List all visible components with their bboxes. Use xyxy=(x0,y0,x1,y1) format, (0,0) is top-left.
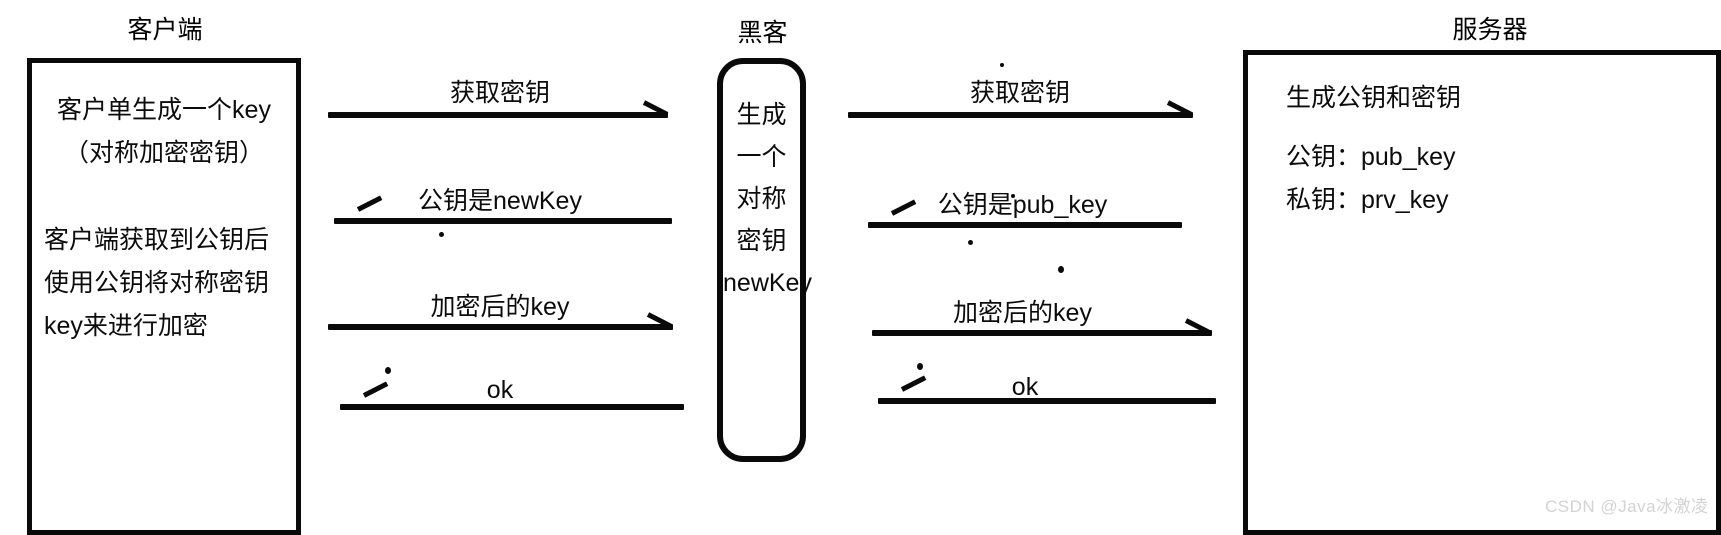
server-line-3: 私钥：prv_key xyxy=(1286,186,1449,214)
hacker-line-2: 一个 xyxy=(736,143,787,171)
right-dot-0 xyxy=(1000,63,1004,67)
right-arrow-4 xyxy=(872,375,1217,420)
client-line-3: 客户端获取到公钥后 xyxy=(44,226,270,254)
hacker-title: 黑客 xyxy=(737,19,788,47)
left-arrow-2 xyxy=(328,195,673,240)
right-dot-2 xyxy=(968,240,973,245)
hacker-line-4: 密钥 xyxy=(736,227,787,255)
left-arrow-3 xyxy=(328,312,678,346)
left-dot-1 xyxy=(439,232,444,237)
left-arrow-label-4: ok xyxy=(486,376,514,404)
left-arrow-label-2: 公钥是newKey xyxy=(418,187,582,215)
server-line-1: 生成公钥和密钥 xyxy=(1286,84,1462,112)
right-arrow-label-1: 获取密钥 xyxy=(969,79,1070,107)
right-arrow-label-3: 加密后的key xyxy=(953,299,1092,327)
right-arrow-3 xyxy=(872,318,1216,352)
left-dot-2 xyxy=(385,367,391,374)
client-line-1: 客户单生成一个key xyxy=(57,96,271,124)
server-line-2: 公钥：pub_key xyxy=(1286,143,1456,171)
right-arrow-label-2: 公钥是pub_key xyxy=(937,191,1108,219)
right-arrow-2 xyxy=(862,199,1182,244)
client-box: 客户单生成一个key （对称加密密钥） 客户端获取到公钥后 使用公钥将对称密钥 … xyxy=(27,58,301,535)
left-arrow-label-3: 加密后的key xyxy=(430,293,570,321)
server-box: 生成公钥和密钥 公钥：pub_key 私钥：prv_key xyxy=(1243,50,1721,535)
right-arrow-1 xyxy=(848,100,1198,134)
server-title: 服务器 xyxy=(1452,16,1528,44)
left-arrow-1 xyxy=(328,100,673,134)
hacker-box: 生成 一个 对称 密钥 newKey xyxy=(717,58,812,462)
left-arrow-label-1: 获取密钥 xyxy=(449,79,550,107)
left-arrow-4 xyxy=(334,381,684,426)
hacker-line-3: 对称 xyxy=(736,185,787,213)
right-arrow-label-4: ok xyxy=(1011,373,1039,401)
client-title: 客户端 xyxy=(127,16,203,44)
right-dot-3 xyxy=(1058,266,1064,273)
client-line-4: 使用公钥将对称密钥 xyxy=(44,269,270,297)
hacker-line-1: 生成 xyxy=(736,101,787,129)
client-line-5: key来进行加密 xyxy=(44,312,208,340)
hacker-line-5: newKey xyxy=(723,269,812,297)
right-dot-1 xyxy=(1011,194,1015,198)
client-line-2: （对称加密密钥） xyxy=(63,139,264,167)
csdn-watermark: CSDN @Java冰激凌 xyxy=(1545,497,1709,516)
right-dot-4 xyxy=(917,363,923,370)
